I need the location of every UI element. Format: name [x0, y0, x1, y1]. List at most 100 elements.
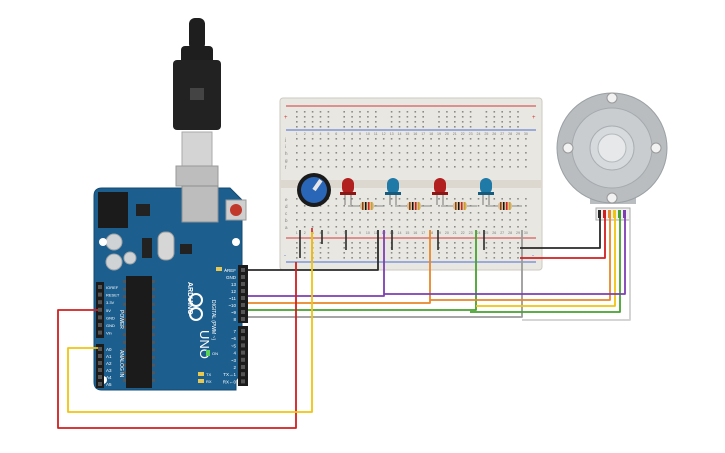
- led-blue-1: [385, 178, 401, 205]
- column-number: 26: [492, 132, 496, 136]
- wire-pin9-green: [248, 230, 477, 311]
- wire-pin8-gray: [248, 230, 523, 318]
- column-number: 5: [327, 132, 329, 136]
- digital-pin-label: ~3: [231, 358, 237, 363]
- digital-pin-label: TX→1: [223, 372, 236, 377]
- column-number: 11: [374, 231, 378, 235]
- column-number: 29: [516, 132, 520, 136]
- digital-pin: [241, 372, 245, 377]
- column-number: 25: [484, 231, 488, 235]
- wire-pin10-orange: [248, 230, 431, 304]
- digital-pin-label: RX←0: [223, 379, 237, 384]
- digital-pin-label: ~5: [231, 343, 237, 348]
- reset-button: [230, 204, 242, 216]
- column-number: 13: [390, 132, 394, 136]
- digital-pin-label: 7: [233, 329, 236, 334]
- rail-plus-label: +: [284, 115, 288, 121]
- row-letter: f: [285, 165, 287, 170]
- row-letter: e: [285, 197, 288, 202]
- column-number: 17: [421, 132, 425, 136]
- column-number: 14: [398, 132, 402, 136]
- analog-pin-label: A0: [106, 347, 112, 352]
- row-letter: h: [285, 151, 288, 156]
- column-number: 30: [524, 132, 528, 136]
- digital-pin-label: 2: [233, 365, 236, 370]
- analog-pin-label: A1: [106, 354, 112, 359]
- column-number: 3: [312, 132, 314, 136]
- column-number: 2: [304, 132, 306, 136]
- rail-minus-label-right: -: [532, 253, 534, 259]
- column-number: 28: [508, 132, 512, 136]
- column-number: 25: [484, 132, 488, 136]
- row-letter: c: [285, 211, 288, 216]
- column-number: 21: [453, 231, 457, 235]
- column-number: 7: [343, 231, 345, 235]
- row-letter: i: [285, 144, 286, 149]
- row-letter: j: [284, 137, 286, 142]
- power-pin: [98, 292, 102, 297]
- resistor: [348, 202, 384, 210]
- power-pin: [98, 315, 102, 320]
- analog-pin: [98, 382, 102, 386]
- wire-a0-yellow: [67, 232, 313, 413]
- wire-5v-red: [57, 262, 297, 429]
- column-number: 5: [327, 231, 329, 235]
- digital-pin: [241, 336, 245, 341]
- column-number: 7: [343, 132, 345, 136]
- digital-pin: [241, 296, 245, 300]
- column-number: 10: [366, 231, 370, 235]
- digital-pin: [241, 317, 245, 321]
- column-number: 1: [296, 132, 298, 136]
- wire-servo-purple: [384, 218, 626, 295]
- column-number: 18: [429, 231, 433, 235]
- column-number: 19: [437, 231, 441, 235]
- led-blue-2: [478, 178, 494, 205]
- power-pin: [98, 323, 102, 327]
- column-number: 27: [500, 132, 504, 136]
- digital-pin-label: GND: [226, 275, 237, 280]
- analog-pin-label: A5: [106, 382, 112, 387]
- column-number: 22: [461, 132, 465, 136]
- digital-pin: [241, 357, 245, 362]
- power-pin: [98, 300, 102, 305]
- digital-pin-label: ~10: [228, 303, 236, 308]
- row-letter: a: [285, 225, 288, 230]
- wire-servo-yellow: [476, 218, 616, 307]
- digital-pin-label: 12: [231, 289, 237, 294]
- led-red-2: [432, 178, 448, 205]
- column-number: 20: [445, 132, 449, 136]
- column-number: 9: [359, 231, 361, 235]
- column-number: 1: [296, 231, 298, 235]
- analog-header-label: ANALOG IN: [118, 350, 124, 378]
- digital-pin: [241, 275, 245, 279]
- crystal: [157, 231, 175, 261]
- wire-servo-orange: [430, 218, 611, 301]
- column-number: 23: [469, 231, 473, 235]
- analog-pin: [98, 354, 102, 358]
- capacitor: [105, 233, 123, 251]
- column-number: 28: [508, 231, 512, 235]
- power-pin: [98, 330, 102, 335]
- column-number: 30: [524, 231, 528, 235]
- wire-gnd-black: [248, 230, 379, 271]
- digital-pin: [241, 289, 245, 293]
- digital-pin-label: 4: [233, 351, 236, 356]
- digital-header-label: DIGITAL (PWM ~): [210, 300, 216, 340]
- analog-pin: [98, 361, 102, 365]
- digital-pin-label: 8: [233, 317, 236, 322]
- power-pin: [98, 285, 102, 289]
- column-number: 19: [437, 132, 441, 136]
- digital-pin: [241, 350, 245, 355]
- row-letter: d: [285, 204, 288, 209]
- arduino-logo: [189, 293, 203, 321]
- analog-pin: [98, 375, 102, 379]
- potentiometer: [297, 173, 331, 207]
- power-pin-label: GND: [106, 315, 115, 320]
- analog-pin-label: A2: [106, 361, 112, 366]
- analog-pin-label: A4: [106, 375, 112, 380]
- column-number: 29: [516, 231, 520, 235]
- analog-pin: [98, 347, 102, 351]
- rail-plus-label-right: +: [532, 115, 536, 121]
- brand-text: ARDUINO: [186, 282, 193, 315]
- wire-pin11-purple: [248, 230, 385, 297]
